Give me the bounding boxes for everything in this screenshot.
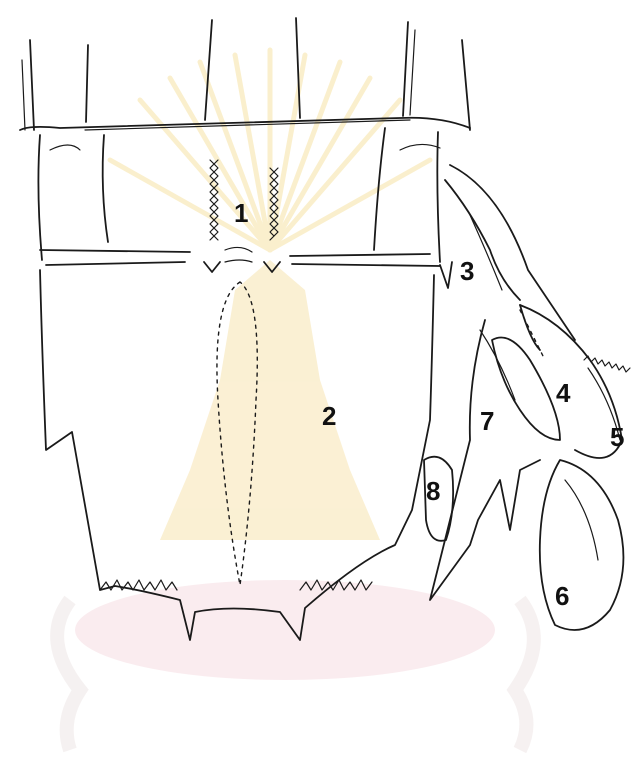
label-6: 6 bbox=[555, 581, 569, 611]
appendage-shaft-3 bbox=[440, 165, 575, 340]
label-8: 8 bbox=[426, 476, 440, 506]
label-2: 2 bbox=[322, 401, 336, 431]
label-1: 1 bbox=[234, 198, 248, 228]
label-7: 7 bbox=[480, 406, 494, 436]
segment-1 bbox=[20, 118, 470, 266]
label-5: 5 bbox=[610, 422, 624, 452]
spine-region-7 bbox=[430, 320, 540, 600]
watermark-emblem bbox=[57, 50, 534, 750]
label-4: 4 bbox=[556, 378, 571, 408]
label-3: 3 bbox=[460, 256, 474, 286]
watermark-crown bbox=[160, 260, 380, 540]
watermark-ribbon-right bbox=[515, 600, 534, 750]
uropod-blade-6 bbox=[540, 460, 624, 630]
watermark-ribbon-left bbox=[57, 600, 80, 750]
